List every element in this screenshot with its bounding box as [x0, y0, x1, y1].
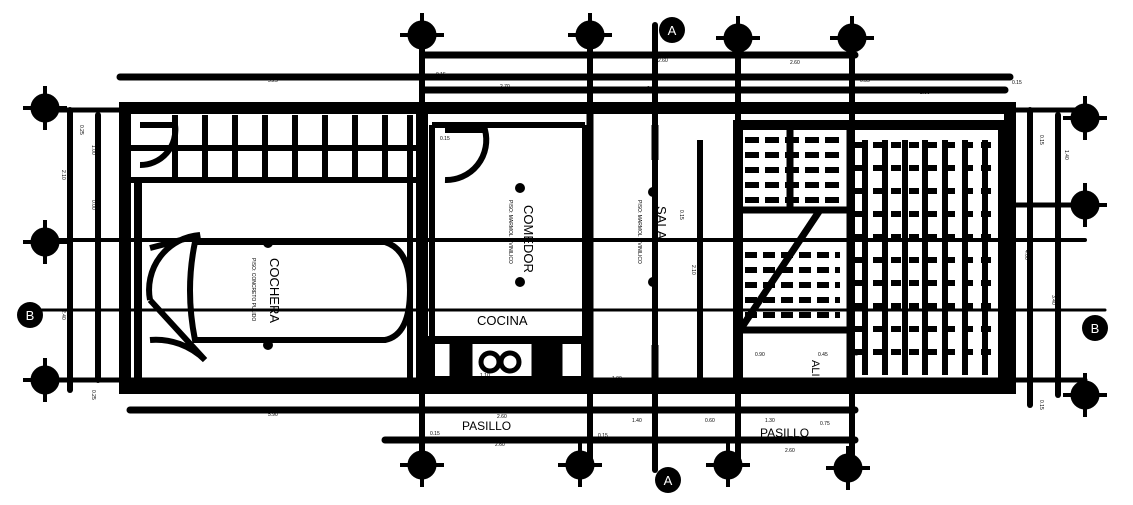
floor-note-sala: PISO: MARMOL Y VINILICO — [636, 200, 642, 264]
axis-node — [1063, 96, 1107, 140]
axis-node — [716, 16, 760, 60]
dim-label: 0.40 — [133, 280, 139, 290]
dim-label: 1.40 — [632, 418, 642, 424]
dim-label: 0.60 — [705, 418, 715, 424]
room-label-comedor: COMEDOR — [521, 205, 536, 273]
dim-label: 1.40 — [1063, 150, 1069, 160]
axis-node — [400, 13, 444, 57]
axis-bubble-b-right: B — [1082, 315, 1108, 341]
floor-notes: PISO: CONCRETO PULIDO PISO: MARMOL Y VIN… — [250, 200, 642, 321]
dim-label: 0.15 — [440, 136, 450, 142]
car-outline — [187, 239, 414, 343]
kitchen-counter — [426, 336, 589, 384]
dimension-labels: 2.90 2.60 2.60 5.25 0.15 0.15 0.35 0.15 … — [60, 54, 1069, 454]
axis-node — [826, 446, 870, 490]
axis-bubble-b-left: B — [17, 302, 43, 328]
dim-label: 0.15 — [1038, 135, 1044, 145]
dim-label: 1.00 — [90, 145, 96, 155]
dim-label: 2.60 — [497, 414, 507, 420]
room-labels: COCHERA COMEDOR COCINA SALA PASILLO PASI… — [267, 205, 821, 440]
dim-label: 2.90 — [500, 54, 510, 60]
room-label-pasillo-right: PASILLO — [760, 426, 809, 440]
axis-node — [706, 443, 750, 487]
stair-block-right — [733, 120, 1008, 390]
dim-label: 2.70 — [500, 84, 510, 90]
axis-bubble-a-top: A — [659, 17, 685, 43]
dim-label: 1.10 — [480, 373, 490, 379]
dim-label: 2.60 — [658, 58, 668, 64]
dim-label: 0.90 — [755, 352, 765, 358]
door-swings — [139, 122, 490, 363]
dim-label: 5.25 — [268, 78, 278, 84]
dim-label: 0.15 — [436, 72, 446, 78]
dim-label: 0.75 — [820, 421, 830, 427]
axis-nodes — [23, 13, 1107, 490]
dim-label: 0.00 — [90, 200, 96, 210]
dim-label: 5.90 — [268, 412, 278, 418]
dim-label: 0.45 — [818, 352, 828, 358]
room-label-pasillo-left: PASILLO — [462, 419, 511, 433]
dim-label: 2.40 — [60, 310, 66, 320]
axis-label-b-right: B — [1091, 321, 1100, 336]
axis-label-b-left: B — [26, 308, 35, 323]
dim-label: 2.60 — [785, 448, 795, 454]
dim-label: 0.35 — [860, 78, 870, 84]
dim-label: 2.60 — [790, 60, 800, 66]
dim-label: 0.15 — [1038, 400, 1044, 410]
room-label-cochera: COCHERA — [267, 258, 282, 323]
axis-node — [23, 220, 67, 264]
exterior-walls — [119, 102, 1016, 394]
room-label-cocina: COCINA — [477, 313, 528, 328]
dim-label: 0.15 — [430, 431, 440, 437]
room-label-sala: SALA — [654, 206, 669, 240]
dim-label: 0.15 — [1012, 80, 1022, 86]
axis-node — [1063, 183, 1107, 227]
dim-label: 0.25 — [90, 390, 96, 400]
dim-label: 1.00 — [612, 376, 622, 382]
stair-treads-right — [745, 137, 995, 375]
dim-label: 0.15 — [678, 210, 684, 220]
dim-label: 2.60 — [495, 442, 505, 448]
dim-label: 2.60 — [647, 86, 657, 92]
axis-node — [568, 13, 612, 57]
axis-label-a-top: A — [668, 23, 677, 38]
dim-label: 0.15 — [600, 75, 610, 81]
floor-note-cochera: PISO: CONCRETO PULIDO — [250, 258, 256, 321]
floor-note-comedor: PISO: MARMOL Y VINILICO — [507, 200, 513, 264]
axis-label-a-bottom: A — [664, 473, 673, 488]
axis-node — [400, 443, 444, 487]
axis-node — [558, 443, 602, 487]
dim-label: 2.10 — [60, 170, 66, 180]
dim-label: 0.25 — [78, 125, 84, 135]
dim-label: 0.40 — [716, 88, 726, 94]
dim-label: 1.30 — [765, 418, 775, 424]
dim-label: 4.00 — [1023, 250, 1029, 260]
room-label-sala-partial: ALI — [809, 360, 821, 377]
dim-label: 1.90 — [786, 88, 796, 94]
axis-node — [1063, 373, 1107, 417]
dim-label: 2.50 — [920, 90, 930, 96]
room-markers — [263, 183, 658, 350]
axis-node — [830, 16, 874, 60]
dim-label: 0.60 — [848, 352, 858, 358]
axis-node — [23, 358, 67, 402]
dim-label: 3.40 — [1050, 295, 1056, 305]
axis-node — [23, 86, 67, 130]
axis-bubble-a-bottom: A — [655, 467, 681, 493]
stair-grid-top — [125, 115, 420, 380]
dim-label: 2.10 — [690, 265, 696, 275]
sala-walls — [600, 125, 740, 390]
dim-label: 0.15 — [598, 433, 608, 439]
